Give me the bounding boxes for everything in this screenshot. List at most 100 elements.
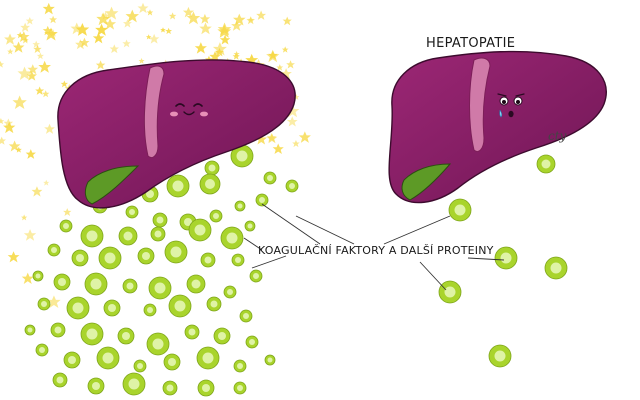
sparkle-star-icon bbox=[7, 48, 14, 55]
sick-liver: cty bbox=[388, 50, 607, 204]
protein-dot bbox=[536, 154, 556, 174]
sparkle-star-icon bbox=[21, 272, 34, 284]
sparkle-star-icon bbox=[35, 86, 45, 95]
protein-dot bbox=[168, 294, 192, 318]
protein-dot bbox=[233, 359, 247, 373]
worried-face-icon bbox=[497, 93, 525, 118]
sparkle-star-icon bbox=[25, 149, 36, 159]
sparkle-star-icon bbox=[4, 33, 16, 45]
protein-dot bbox=[264, 354, 276, 366]
protein-dot bbox=[488, 344, 512, 368]
protein-dot bbox=[32, 270, 44, 282]
sparkle-star-icon bbox=[194, 42, 207, 54]
sparkle-star-icon bbox=[95, 60, 106, 70]
protein-dot bbox=[148, 276, 172, 300]
sparkle-star-icon bbox=[23, 229, 37, 241]
protein-dot bbox=[223, 285, 237, 299]
sparkle-star-icon bbox=[199, 22, 212, 35]
protein-label: KOAGULAČNÍ FAKTORY A DALŠÍ PROTEINY bbox=[258, 244, 494, 257]
protein-dot bbox=[206, 296, 222, 312]
protein-dot bbox=[164, 240, 188, 264]
sparkle-star-icon bbox=[199, 13, 211, 24]
sparkle-star-icon bbox=[146, 9, 154, 16]
protein-dot bbox=[239, 309, 253, 323]
protein-dot bbox=[50, 322, 66, 338]
protein-dot bbox=[209, 209, 223, 223]
sparkle-star-icon bbox=[42, 2, 55, 15]
protein-dot bbox=[186, 274, 206, 294]
protein-dot bbox=[137, 247, 155, 265]
protein-dot bbox=[133, 359, 147, 373]
sparkle-star-icon bbox=[233, 13, 246, 26]
sparkle-star-icon bbox=[148, 33, 160, 44]
sparkle-star-icon bbox=[36, 52, 44, 60]
sparkle-star-icon bbox=[7, 251, 20, 263]
protein-dot bbox=[66, 296, 90, 320]
protein-dot bbox=[59, 219, 73, 233]
sparkle-star-icon bbox=[137, 2, 149, 14]
protein-dot bbox=[199, 173, 221, 195]
pointer-lines bbox=[243, 203, 505, 291]
protein-dot bbox=[220, 226, 244, 250]
sparkle-star-icon bbox=[168, 12, 177, 20]
protein-dot bbox=[117, 327, 135, 345]
sparkle-star-icon bbox=[292, 140, 300, 148]
sparkle-star-icon bbox=[44, 123, 55, 134]
sparkle-star-icon bbox=[286, 116, 298, 127]
protein-dot bbox=[87, 377, 105, 395]
sparkle-star-icon bbox=[232, 52, 240, 60]
sparkle-star-icon bbox=[32, 40, 40, 48]
protein-dot bbox=[233, 381, 247, 395]
protein-dot bbox=[162, 380, 178, 396]
sparkle-star-icon bbox=[12, 41, 25, 53]
sparkle-star-icon bbox=[31, 186, 43, 197]
sparkle-star-icon bbox=[0, 60, 5, 68]
protein-dot bbox=[249, 269, 263, 283]
protein-dot bbox=[84, 272, 108, 296]
protein-dot bbox=[244, 220, 256, 232]
protein-dot bbox=[80, 322, 104, 346]
protein-dot bbox=[438, 280, 462, 304]
sparkle-star-icon bbox=[63, 208, 72, 216]
protein-dot bbox=[188, 218, 212, 242]
sparkle-star-icon bbox=[298, 131, 311, 143]
sparkle-star-icon bbox=[25, 16, 34, 25]
protein-dot bbox=[285, 179, 299, 193]
sparkle-star-icon bbox=[266, 49, 280, 63]
protein-dot bbox=[213, 327, 231, 345]
sick-gallbladder bbox=[401, 163, 452, 201]
protein-dot bbox=[245, 335, 259, 349]
protein-dot bbox=[200, 252, 216, 268]
sparkle-star-icon bbox=[256, 10, 267, 20]
protein-dot bbox=[196, 346, 220, 370]
svg-text:cty: cty bbox=[548, 129, 567, 143]
protein-dot bbox=[163, 353, 181, 371]
protein-dot bbox=[24, 324, 36, 336]
protein-dot bbox=[53, 273, 71, 291]
protein-dots bbox=[24, 144, 568, 397]
protein-dot bbox=[98, 246, 122, 270]
signature: cty bbox=[548, 129, 567, 143]
protein-dot bbox=[52, 372, 68, 388]
sparkle-star-icon bbox=[95, 23, 108, 36]
sparkle-star-icon bbox=[282, 16, 292, 26]
sparkle-star-icon bbox=[281, 46, 289, 53]
sparkle-star-icon bbox=[246, 16, 255, 25]
sparkle-star-icon bbox=[286, 60, 295, 69]
protein-dot bbox=[234, 200, 246, 212]
sick-ligament bbox=[469, 57, 491, 152]
sparkle-star-icon bbox=[12, 95, 27, 110]
protein-dot bbox=[103, 299, 121, 317]
sparkle-star-icon bbox=[0, 136, 7, 145]
sparkle-star-icon bbox=[60, 80, 68, 88]
sparkle-star-icon bbox=[145, 34, 152, 40]
sparkle-star-icon bbox=[0, 118, 5, 125]
protein-dot bbox=[184, 324, 200, 340]
protein-dot bbox=[80, 224, 104, 248]
sparkle-star-icon bbox=[109, 44, 119, 54]
sparkle-star-icon bbox=[160, 27, 166, 33]
protein-dot bbox=[125, 205, 139, 219]
protein-dot bbox=[63, 351, 81, 369]
